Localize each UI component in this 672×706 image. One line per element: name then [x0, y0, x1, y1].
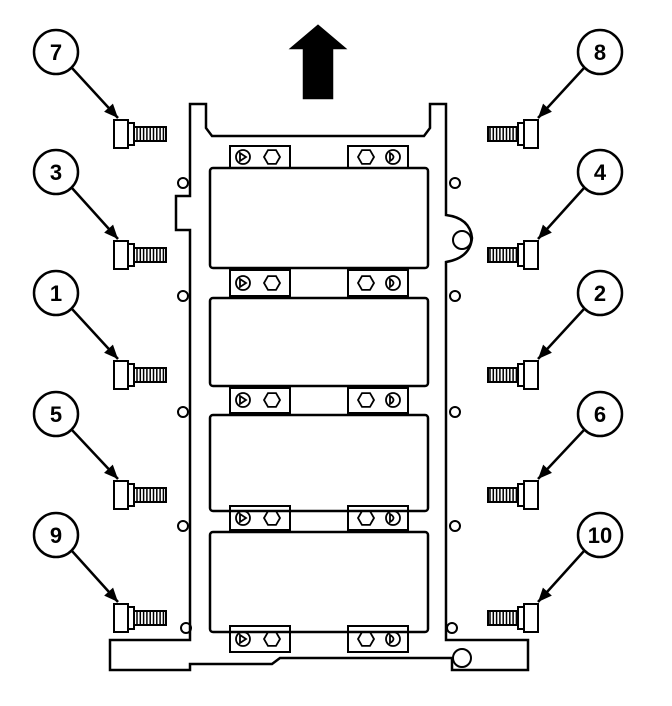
leader-arrowhead	[104, 344, 118, 359]
cap-mark-row	[235, 510, 401, 526]
cap-bolt-hex	[356, 392, 376, 408]
cap-mark-circle	[385, 631, 401, 647]
leader-arrowhead	[104, 587, 118, 602]
cap-mark-d	[389, 394, 395, 406]
leader-arrowhead	[104, 464, 118, 479]
cap-mark-circle	[235, 149, 251, 165]
cap-bolt-hex	[356, 275, 376, 291]
cap-mark-row	[235, 149, 401, 165]
cap-mark-arrow	[239, 633, 248, 645]
cap-bolt-hex	[262, 392, 282, 408]
leader-arrowhead	[538, 224, 552, 239]
cap-bolt-hex	[356, 149, 376, 165]
callout-number: 10	[588, 523, 612, 548]
callout-9: 9	[32, 511, 167, 633]
bolt-icon	[113, 119, 167, 149]
leader-arrowhead	[538, 464, 552, 479]
callout-3: 3	[32, 148, 167, 270]
leader-arrowhead	[538, 344, 552, 359]
cap-mark-d	[389, 512, 395, 524]
callout-number: 2	[594, 281, 606, 306]
cap-bolt-hex	[356, 510, 376, 526]
cap-mark-row	[235, 631, 401, 647]
callout-5: 5	[32, 390, 167, 510]
callout-circle	[576, 269, 624, 317]
cap-mark-arrow	[239, 151, 248, 163]
front-direction-arrow	[288, 24, 348, 100]
bolt-icon	[113, 480, 167, 510]
bolt-icon	[113, 360, 167, 390]
leader-arrowhead	[104, 224, 118, 239]
cap-mark-d	[389, 633, 395, 645]
cap-mark-row	[235, 392, 401, 408]
cap-mark-d	[389, 277, 395, 289]
callout-2: 2	[487, 269, 624, 390]
callout-number: 1	[50, 281, 62, 306]
bolt-icon	[487, 240, 539, 270]
cap-mark-arrow	[239, 277, 248, 289]
callout-circle	[576, 148, 624, 196]
callout-circle	[32, 148, 80, 196]
callout-number: 8	[594, 40, 606, 65]
cap-bolt-hex	[262, 510, 282, 526]
cap-bolt-hex	[262, 275, 282, 291]
bolt-icon	[487, 360, 539, 390]
cap-mark-circle	[235, 510, 251, 526]
callout-7: 7	[32, 28, 167, 149]
cap-bolt-hex	[356, 631, 376, 647]
cap-mark-circle	[385, 510, 401, 526]
frame-holes	[177, 177, 472, 668]
callout-number: 7	[50, 40, 62, 65]
cap-bolt-hex	[262, 149, 282, 165]
callout-number: 4	[594, 160, 607, 185]
callout-10: 10	[487, 511, 624, 633]
callout-circle	[32, 390, 80, 438]
cap-bolt-boxes	[229, 145, 409, 653]
callout-circle	[32, 511, 80, 559]
callout-circle	[576, 28, 624, 76]
cap-mark-circle	[235, 392, 251, 408]
callout-6: 6	[487, 390, 624, 510]
callout-circle	[32, 28, 80, 76]
cap-mark-arrow	[239, 512, 248, 524]
cap-mark-circle	[235, 275, 251, 291]
bolt-icon	[113, 240, 167, 270]
cap-mark-d	[389, 151, 395, 163]
cap-mark-row	[235, 275, 401, 291]
leader-arrowhead	[538, 587, 552, 602]
callout-1: 1	[32, 269, 167, 390]
bolt-icon	[487, 119, 539, 149]
cap-mark-circle	[385, 149, 401, 165]
callout-circle	[576, 390, 624, 438]
cap-mark-arrow	[239, 394, 248, 406]
callout-group: 7 8 3 4 1 2 5 6 9 10	[32, 28, 624, 633]
cap-mark-circle	[385, 392, 401, 408]
callout-circle	[32, 269, 80, 317]
callout-number: 6	[594, 402, 606, 427]
cap-bolt-marks	[235, 149, 401, 647]
callout-4: 4	[487, 148, 624, 270]
callout-number: 5	[50, 402, 62, 427]
cap-bolt-hex	[262, 631, 282, 647]
cap-mark-circle	[235, 631, 251, 647]
bolt-icon	[113, 603, 167, 633]
leader-arrowhead	[104, 103, 118, 118]
bolt-icon	[487, 480, 539, 510]
callout-number: 9	[50, 523, 62, 548]
bedplate-outline	[108, 102, 530, 672]
callout-circle	[576, 511, 624, 559]
callout-number: 3	[50, 160, 62, 185]
bolt-icon	[487, 603, 539, 633]
bearing-caps	[208, 166, 430, 634]
leader-arrowhead	[538, 103, 552, 118]
callout-8: 8	[487, 28, 624, 149]
cap-mark-circle	[385, 275, 401, 291]
